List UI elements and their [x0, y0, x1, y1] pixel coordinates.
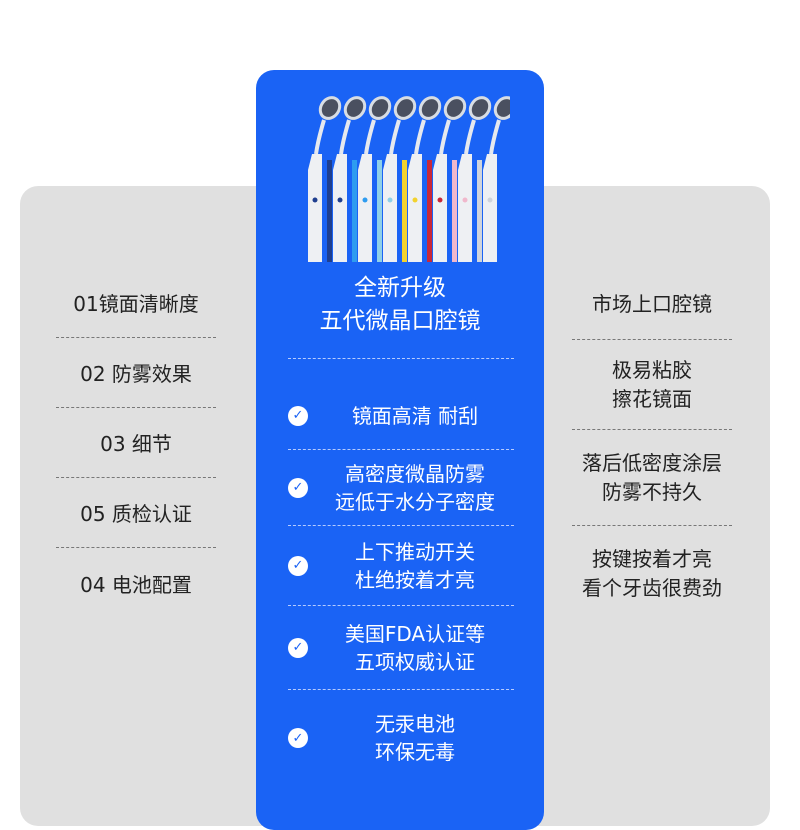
dental-mirror	[427, 96, 467, 262]
feature-text: 上下推动开关 杜绝按着才亮	[355, 539, 475, 592]
dental-mirror	[352, 96, 392, 262]
check-circle-icon: ✓	[288, 477, 308, 498]
criteria-item: 05 质检认证	[56, 478, 216, 548]
competitor-item: 市场上口腔镜	[572, 270, 732, 340]
feature-item: ✓ 上下推动开关 杜绝按着才亮	[288, 526, 514, 606]
feature-text: 美国FDA认证等 五项权威认证	[344, 621, 486, 674]
dental-mirror	[308, 96, 342, 262]
feature-item: ✓ 无汞电池 环保无毒	[288, 690, 514, 786]
check-circle-icon: ✓	[288, 728, 308, 748]
feature-item: ✓ 镜面高清 耐刮	[288, 382, 514, 450]
dental-mirror	[477, 96, 510, 262]
dental-mirror	[402, 96, 442, 262]
competitor-item: 落后低密度涂层 防雾不持久	[572, 430, 732, 526]
check-circle-icon: ✓	[288, 637, 308, 658]
dental-mirror	[327, 96, 367, 262]
comparison-criteria-list: 01镜面清晰度 02 防雾效果 03 细节 05 质检认证 04 电池配置	[56, 268, 216, 618]
feature-list: ✓ 镜面高清 耐刮 ✓ 高密度微晶防雾 远低于水分子密度 ✓ 上下推动开关 杜绝…	[288, 382, 514, 786]
dental-mirror	[452, 96, 492, 262]
competitor-item: 按键按着才亮 看个牙齿很费劲	[582, 547, 722, 600]
criteria-item: 01镜面清晰度	[56, 268, 216, 338]
criteria-item: 04 电池配置	[80, 572, 192, 597]
feature-text: 镜面高清 耐刮	[351, 403, 479, 428]
criteria-item: 02 防雾效果	[56, 338, 216, 408]
competitor-issues-list: 市场上口腔镜 极易粘胶 擦花镜面 落后低密度涂层 防雾不持久 按键按着才亮 看个…	[572, 270, 732, 622]
dental-mirror	[377, 96, 417, 262]
check-circle-icon: ✓	[288, 405, 308, 426]
check-circle-icon: ✓	[288, 555, 308, 576]
feature-item: ✓ 美国FDA认证等 五项权威认证	[288, 606, 514, 690]
feature-item: ✓ 高密度微晶防雾 远低于水分子密度	[288, 450, 514, 526]
feature-text: 无汞电池 环保无毒	[375, 712, 455, 764]
dental-mirrors-image	[308, 96, 510, 262]
divider	[288, 358, 514, 359]
product-title: 全新升级 五代微晶口腔镜	[319, 275, 481, 334]
criteria-item: 03 细节	[56, 408, 216, 478]
feature-text: 高密度微晶防雾 远低于水分子密度	[335, 461, 495, 514]
competitor-item: 极易粘胶 擦花镜面	[572, 340, 732, 430]
